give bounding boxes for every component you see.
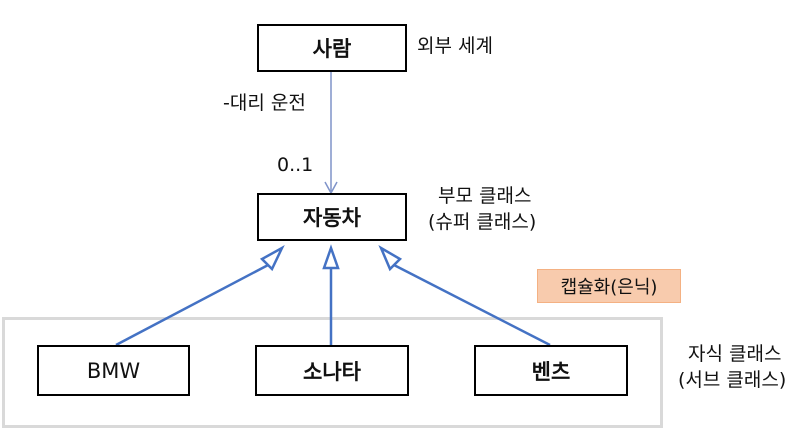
subclass-group-frame: [2, 317, 663, 428]
child-class-label-bmw: BMW: [86, 358, 141, 383]
parent-class-note-line2: (슈퍼 클래스): [428, 211, 537, 233]
child-class-box-benz: 벤츠: [474, 345, 628, 396]
inheritance-line-benz: [391, 262, 551, 347]
child-class-box-bmw: BMW: [37, 345, 190, 396]
child-class-label-sonata: 소나타: [303, 359, 361, 384]
parent-class-label: 자동차: [303, 206, 361, 230]
child-class-label-benz: 벤츠: [531, 359, 571, 384]
inheritance-arrowhead-benz: [378, 245, 403, 272]
inheritance-arrowhead-sonata: [322, 244, 340, 270]
parent-class-box: 자동차: [257, 193, 407, 241]
child-class-note-line2: (서브 클래스): [678, 369, 787, 391]
association-multiplicity-label: 0..1: [277, 154, 314, 176]
child-class-note-line1: 자식 클래스: [688, 343, 782, 365]
person-class-box: 사람: [257, 24, 407, 72]
external-world-note: 외부 세계: [417, 35, 493, 57]
parent-class-note-line1: 부모 클래스: [438, 185, 532, 207]
encapsulation-label: 캡슐화(은닉): [560, 277, 658, 298]
child-class-box-sonata: 소나타: [255, 345, 409, 396]
inheritance-arrowhead-bmw: [259, 245, 285, 272]
encapsulation-badge: 캡슐화(은닉): [537, 269, 681, 303]
person-class-label: 사람: [312, 37, 352, 61]
inheritance-line-bmw: [115, 262, 271, 347]
association-role-label: -대리 운전: [223, 92, 306, 114]
